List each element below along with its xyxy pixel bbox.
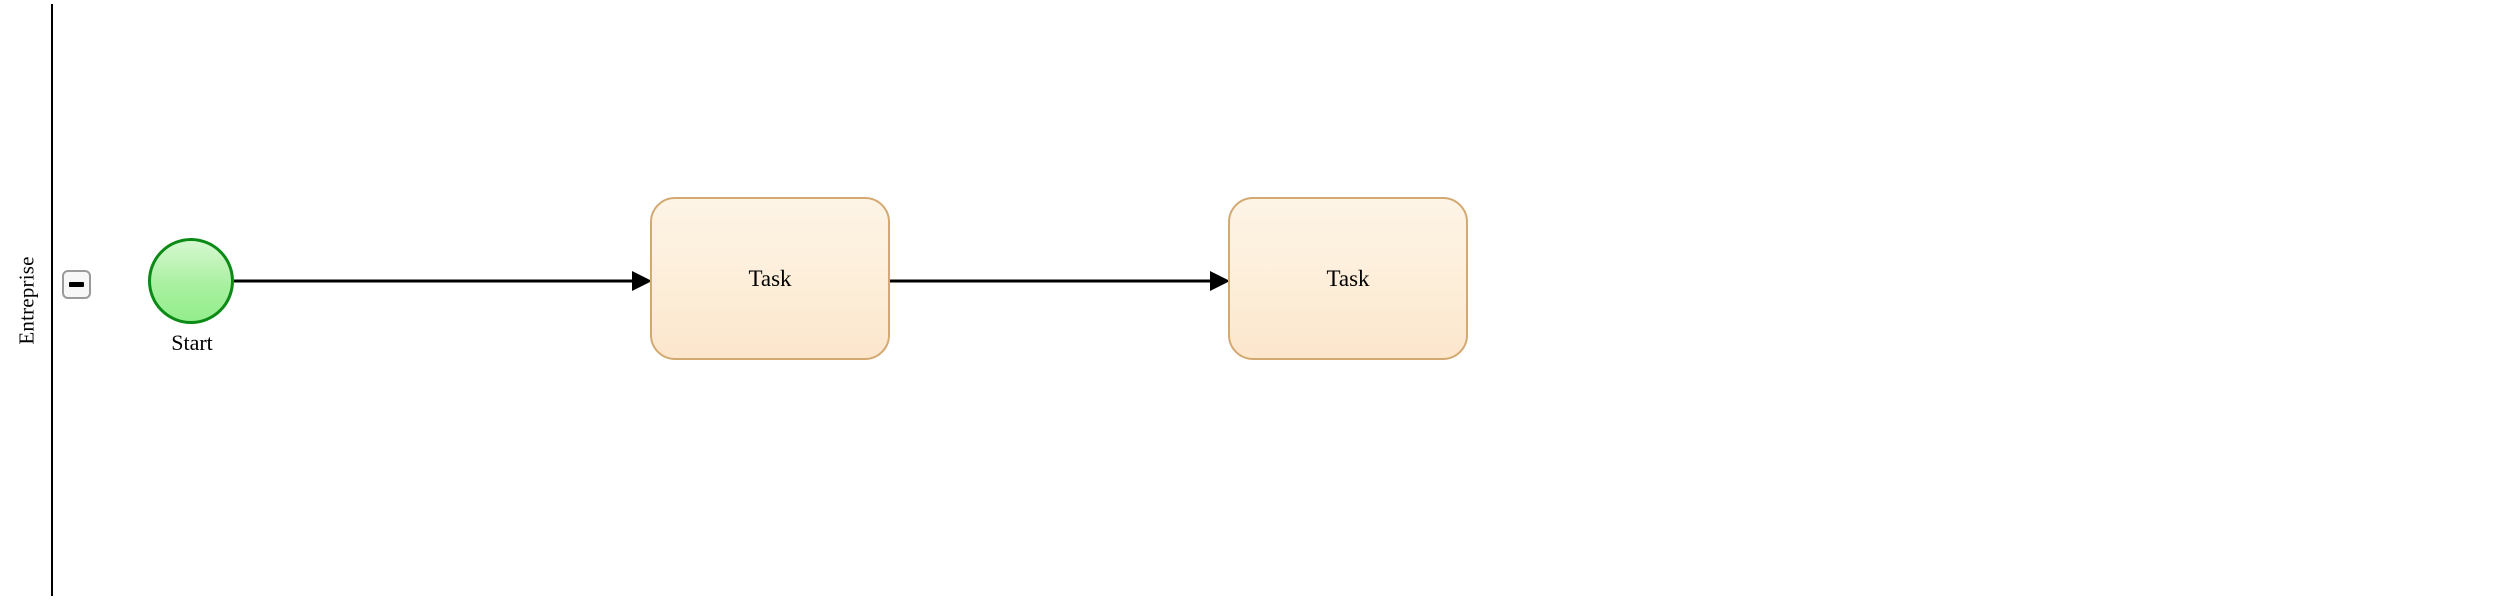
task-label: Task [1326, 265, 1370, 291]
task-node-1[interactable]: Task [650, 197, 890, 360]
task-node-2[interactable]: Task [1228, 197, 1468, 360]
start-event-label: Start [171, 330, 213, 355]
task-label: Task [748, 265, 792, 291]
pool-collapse-button[interactable] [62, 270, 91, 299]
minus-icon [69, 282, 84, 287]
sequence-flow-start-to-task1[interactable] [234, 268, 652, 294]
pool-title: Entreprise [15, 255, 40, 345]
sequence-flow-task1-to-task2[interactable] [890, 268, 1230, 294]
pool-header[interactable]: Entreprise [4, 4, 53, 596]
start-event[interactable] [148, 238, 234, 324]
